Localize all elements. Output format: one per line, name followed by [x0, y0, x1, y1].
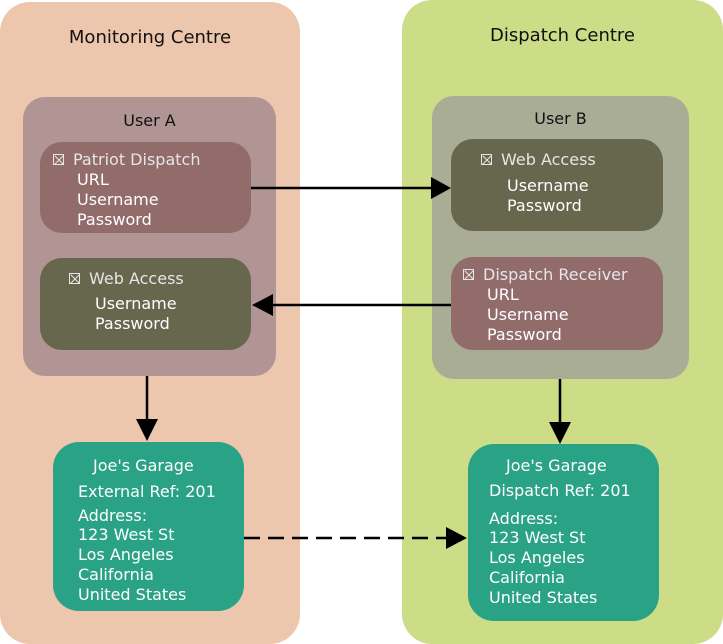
user-a-web-field-username: Username: [95, 294, 177, 313]
monitoring-site-address-line: United States: [78, 585, 187, 604]
receiver-field-username: Username: [487, 305, 569, 324]
dispatch-site-title: Joe's Garage: [506, 456, 607, 475]
monitoring-site-address-line: California: [78, 565, 154, 584]
user-b-web-access-box: Web Access Username Password: [451, 139, 663, 231]
patriot-field-username: Username: [77, 190, 159, 209]
user-a-web-field-password: Password: [95, 314, 170, 333]
monitoring-site-address-line: Los Angeles: [78, 545, 174, 564]
receiver-field-password: Password: [487, 325, 562, 344]
checkbox-icon: [463, 269, 474, 280]
arrow-head: [252, 294, 273, 316]
dispatch-receiver-title: Dispatch Receiver: [483, 265, 628, 284]
monitoring-centre-title: Monitoring Centre: [68, 27, 232, 48]
monitoring-site-address-label: Address:: [78, 506, 148, 525]
dispatch-receiver-box: Dispatch Receiver URL Username Password: [451, 257, 663, 350]
arrow-head: [431, 177, 451, 199]
checkbox-icon: [481, 154, 492, 165]
user-a-title: User A: [123, 111, 176, 130]
dispatch-centre-title: Dispatch Centre: [490, 25, 635, 46]
user-a-web-access-box: Web Access Username Password: [40, 258, 251, 350]
monitoring-site-box: Joe's Garage External Ref: 201 Address: …: [53, 442, 244, 611]
dispatch-site-box: Joe's Garage Dispatch Ref: 201 Address: …: [468, 444, 659, 621]
patriot-field-password: Password: [77, 210, 152, 229]
monitoring-site-title: Joe's Garage: [93, 456, 194, 475]
patriot-dispatch-title: Patriot Dispatch: [73, 150, 201, 169]
arrow-head: [549, 422, 571, 444]
arrow-head: [446, 527, 467, 549]
dispatch-site-address-line: Los Angeles: [489, 548, 585, 567]
user-b-web-field-username: Username: [507, 176, 589, 195]
user-b-web-access-title: Web Access: [501, 150, 596, 169]
dispatch-site-ref: Dispatch Ref: 201: [489, 481, 631, 500]
arrow-head: [136, 419, 158, 441]
monitoring-site-address-line: 123 West St: [78, 525, 175, 544]
dispatch-site-address-line: 123 West St: [489, 528, 586, 547]
user-b-web-field-password: Password: [507, 196, 582, 215]
patriot-field-url: URL: [77, 170, 109, 189]
dispatch-site-address-line: California: [489, 568, 565, 587]
patriot-dispatch-box: Patriot Dispatch URL Username Password: [40, 142, 251, 233]
checkbox-icon: [69, 273, 80, 284]
dispatch-site-address-line: United States: [489, 588, 598, 607]
user-b-title: User B: [534, 109, 587, 128]
monitoring-site-ref: External Ref: 201: [78, 482, 216, 501]
checkbox-icon: [53, 154, 64, 165]
receiver-field-url: URL: [487, 285, 519, 304]
user-a-web-access-title: Web Access: [89, 269, 184, 288]
dispatch-site-address-label: Address:: [489, 509, 559, 528]
